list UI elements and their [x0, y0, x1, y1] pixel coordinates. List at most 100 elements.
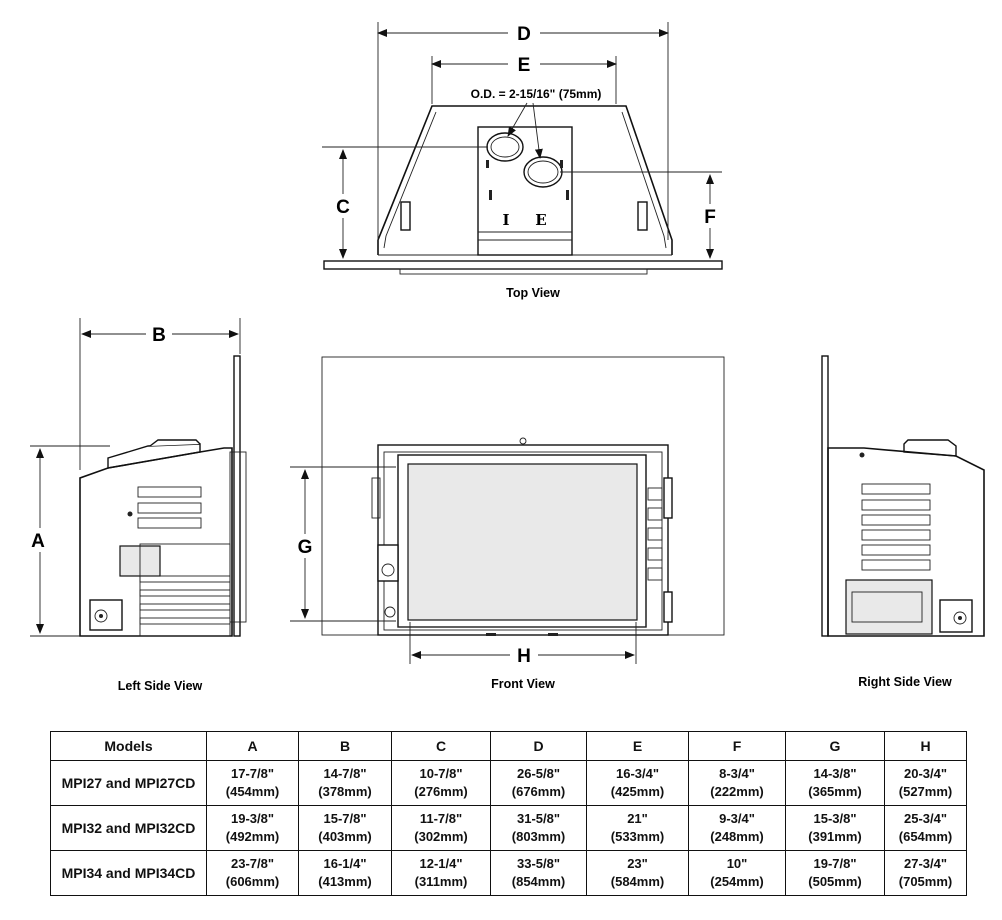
- header-e: E: [586, 731, 689, 761]
- table-cell: 21" (533mm): [586, 805, 689, 851]
- cell-inches: 15-3/8": [813, 811, 857, 826]
- cell-mm: (403mm): [318, 829, 372, 844]
- od-note: O.D. = 2-15/16" (75mm): [471, 87, 602, 101]
- cell-mm: (854mm): [511, 874, 566, 889]
- table-cell: 19-3/8" (492mm): [206, 805, 299, 851]
- table-cell: 9-3/4" (248mm): [688, 805, 786, 851]
- cell-inches: 21": [627, 811, 648, 826]
- dimensions-table: Models A B C D E F G H MPI27 and MPI27CD…: [50, 731, 967, 896]
- table-cell: 10-7/8"(276mm): [391, 760, 491, 806]
- cell-mm: (505mm): [808, 874, 862, 889]
- cell-inches: 8-3/4": [719, 766, 755, 781]
- cell-mm: (803mm): [511, 829, 566, 844]
- cell-mm: (222mm): [710, 784, 764, 799]
- cell-inches: 31-5/8": [516, 811, 561, 826]
- cell-mm: (365mm): [808, 784, 862, 799]
- header-d: D: [490, 731, 587, 761]
- front-view-glass: [407, 463, 638, 621]
- table-cell: 33-5/8" (854mm): [490, 850, 587, 896]
- left-side-flange: [233, 355, 241, 637]
- cell-inches: 23": [627, 856, 648, 871]
- cell-inches: 27-3/4": [903, 856, 948, 871]
- cell-mm: (311mm): [414, 874, 468, 889]
- table-cell: 19-7/8" (505mm): [785, 850, 885, 896]
- table-row: MPI32 and MPI32CD 19-3/8" (492mm) 15-7/8"…: [50, 805, 967, 851]
- top-view-flange: [323, 260, 723, 270]
- table-cell: 12-1/4" (311mm): [391, 850, 491, 896]
- cell-inches: 12-1/4": [419, 856, 463, 871]
- cell-inches: 20-3/4": [903, 766, 948, 781]
- cell-mm: (654mm): [898, 829, 953, 844]
- dimension-diagram: I E D E O.D. = 2-15/16" (75mm) C F Top V…: [30, 22, 985, 693]
- top-view-label: Top View: [506, 286, 560, 300]
- left-side-view: A B Left Side View: [30, 318, 247, 693]
- top-view-body: [377, 105, 673, 255]
- cell-inches: 14-3/8": [813, 766, 857, 781]
- table-cell: 16-1/4" (413mm): [298, 850, 392, 896]
- left-view-label: Left Side View: [118, 679, 203, 693]
- cell-mm: (492mm): [225, 829, 280, 844]
- dim-label-b: B: [152, 325, 166, 346]
- dim-label-a: A: [31, 531, 45, 552]
- header-h: H: [884, 731, 967, 761]
- table-cell: 31-5/8" (803mm): [490, 805, 587, 851]
- table-cell: 8-3/4" (222mm): [688, 760, 786, 806]
- top-view-lower-plate: [399, 268, 648, 275]
- exhaust-mark: E: [535, 211, 546, 229]
- table-cell: 23-7/8" (606mm): [206, 850, 299, 896]
- cell-inches: 19-7/8": [813, 856, 857, 871]
- cell-inches: 11-7/8": [419, 811, 463, 826]
- dim-label-c: C: [336, 197, 350, 218]
- cell-inches: 16-3/4": [615, 766, 660, 781]
- cell-mm: (584mm): [610, 874, 665, 889]
- table-cell: 15-7/8" (403mm): [298, 805, 392, 851]
- cell-mm: (378mm): [318, 784, 372, 799]
- model-cell: MPI27 and MPI27CD: [50, 760, 207, 806]
- cell-inches: 15-7/8": [323, 811, 367, 826]
- cell-mm: (527mm): [898, 784, 953, 799]
- cell-inches: 16-1/4": [323, 856, 367, 871]
- table-cell: 27-3/4" (705mm): [884, 850, 967, 896]
- cell-inches: 14-7/8": [323, 766, 367, 781]
- cell-inches: 23-7/8": [230, 856, 275, 871]
- cell-inches: 26-5/8": [516, 766, 561, 781]
- cell-inches: 17-7/8": [230, 766, 275, 781]
- header-a: A: [206, 731, 299, 761]
- cell-mm: (533mm): [610, 829, 665, 844]
- right-side-flange: [821, 355, 829, 637]
- dim-label-e: E: [518, 55, 531, 76]
- cell-inches: 9-3/4": [719, 811, 755, 826]
- table-cell: 11-7/8"(302mm): [391, 805, 491, 851]
- table-cell: 14-3/8" (365mm): [785, 760, 885, 806]
- cell-mm: (276mm): [414, 784, 468, 799]
- front-view-label: Front View: [491, 677, 555, 691]
- left-side-body: [79, 447, 233, 637]
- table-row: MPI34 and MPI34CD 23-7/8" (606mm) 16-1/4"…: [50, 850, 967, 896]
- cell-mm: (248mm): [710, 829, 764, 844]
- cell-mm: (454mm): [225, 784, 280, 799]
- right-side-body: [827, 447, 985, 637]
- exhaust-pipe: [523, 156, 563, 188]
- cell-inches: 25-3/4": [903, 811, 948, 826]
- cell-inches: 19-3/8": [230, 811, 275, 826]
- right-view-label: Right Side View: [858, 675, 952, 689]
- intake-mark: I: [502, 211, 509, 229]
- table-cell: 23" (584mm): [586, 850, 689, 896]
- table-cell: 15-3/8" (391mm): [785, 805, 885, 851]
- model-cell: MPI32 and MPI32CD: [50, 805, 207, 851]
- cell-mm: (676mm): [511, 784, 566, 799]
- table-header-row: Models A B C D E F G H: [50, 731, 967, 761]
- dim-label-g: G: [298, 537, 313, 558]
- right-side-view: Right Side View: [821, 355, 985, 689]
- cell-mm: (606mm): [225, 874, 280, 889]
- cell-mm: (391mm): [808, 829, 862, 844]
- dim-label-d: D: [517, 24, 531, 45]
- cell-inches: 33-5/8": [516, 856, 561, 871]
- table-row: MPI27 and MPI27CD 17-7/8" (454mm) 14-7/8"…: [50, 760, 967, 806]
- table-cell: 26-5/8" (676mm): [490, 760, 587, 806]
- cell-mm: (413mm): [318, 874, 372, 889]
- header-b: B: [298, 731, 392, 761]
- model-cell: MPI34 and MPI34CD: [50, 850, 207, 896]
- cell-mm: (705mm): [898, 874, 953, 889]
- table-cell: 20-3/4" (527mm): [884, 760, 967, 806]
